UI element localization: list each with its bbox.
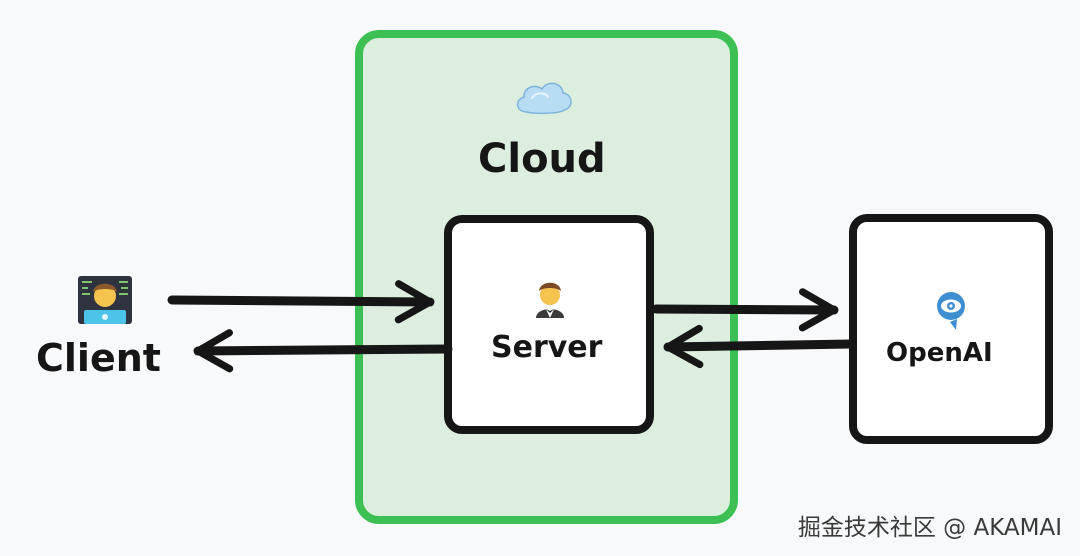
technologist-icon <box>78 276 132 324</box>
server-label: Server <box>491 330 603 365</box>
openai-box <box>849 214 1053 444</box>
cloud-icon <box>516 82 572 115</box>
arrow-server-to-client <box>193 329 453 373</box>
arrow-client-to-server <box>167 280 435 324</box>
eye-speech-bubble-icon <box>937 292 965 330</box>
openai-label: OpenAI <box>886 338 993 368</box>
watermark: 掘金技术社区 @ AKAMAI <box>797 515 1062 541</box>
cloud-label: Cloud <box>478 136 606 182</box>
arrow-server-to-openai <box>651 288 839 332</box>
person-in-tuxedo-icon <box>536 282 564 318</box>
arrow-openai-to-server <box>663 324 856 369</box>
server-box <box>444 215 654 434</box>
client-label: Client <box>36 336 161 380</box>
